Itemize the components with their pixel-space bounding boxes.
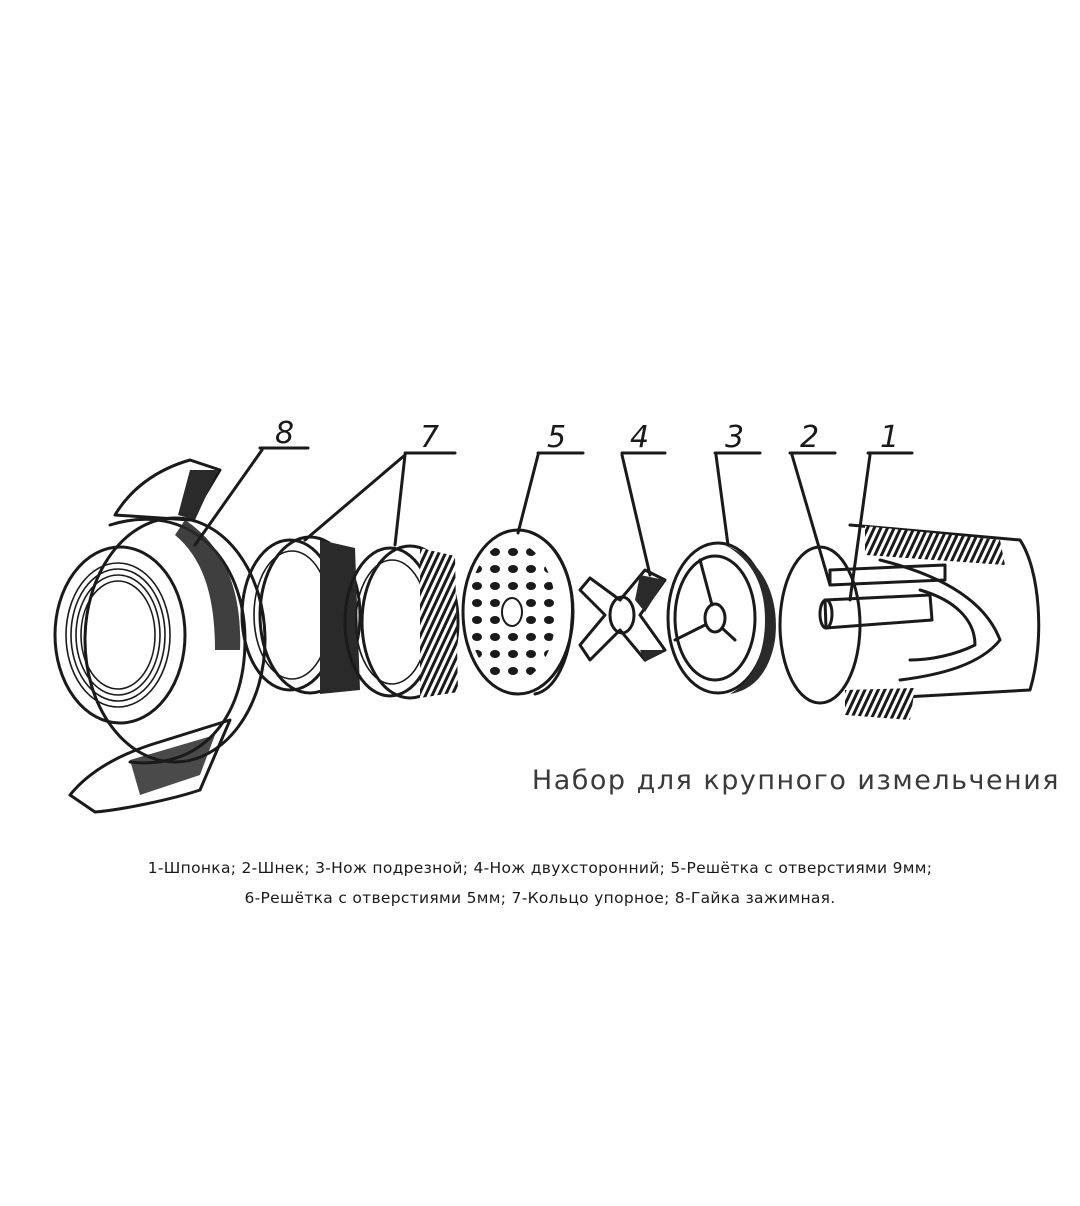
callout-8: 8: [275, 416, 294, 451]
part-7-thrust-rings: [240, 535, 460, 700]
part-2-auger: [778, 523, 1041, 720]
callout-3: 3: [725, 420, 744, 455]
part-4-double-knife: [578, 568, 667, 662]
callout-5: 5: [547, 420, 566, 455]
callout-7: 7: [420, 420, 439, 455]
callout-1: 1: [880, 420, 899, 455]
caption-line-2: 6-Решётка с отверстиями 5мм; 7-Кольцо уп…: [244, 889, 836, 907]
part-5-perforated-plate: [461, 528, 575, 696]
callout-2: 2: [800, 420, 819, 455]
callout-leaders: [193, 446, 914, 602]
part-8-clamping-nut: [53, 458, 267, 814]
part-3-cutting-knife: [666, 541, 776, 695]
diagram-subtitle: Набор для крупного измельчения: [531, 765, 1060, 796]
callout-4: 4: [630, 420, 649, 455]
callout-numbers: 8 7 5 4 3 2 1: [275, 416, 899, 455]
parts-legend-caption: 1-Шпонка; 2-Шнек; 3-Нож подрезной; 4-Нож…: [40, 853, 1040, 913]
caption-line-1: 1-Шпонка; 2-Шнек; 3-Нож подрезной; 4-Нож…: [147, 859, 933, 877]
